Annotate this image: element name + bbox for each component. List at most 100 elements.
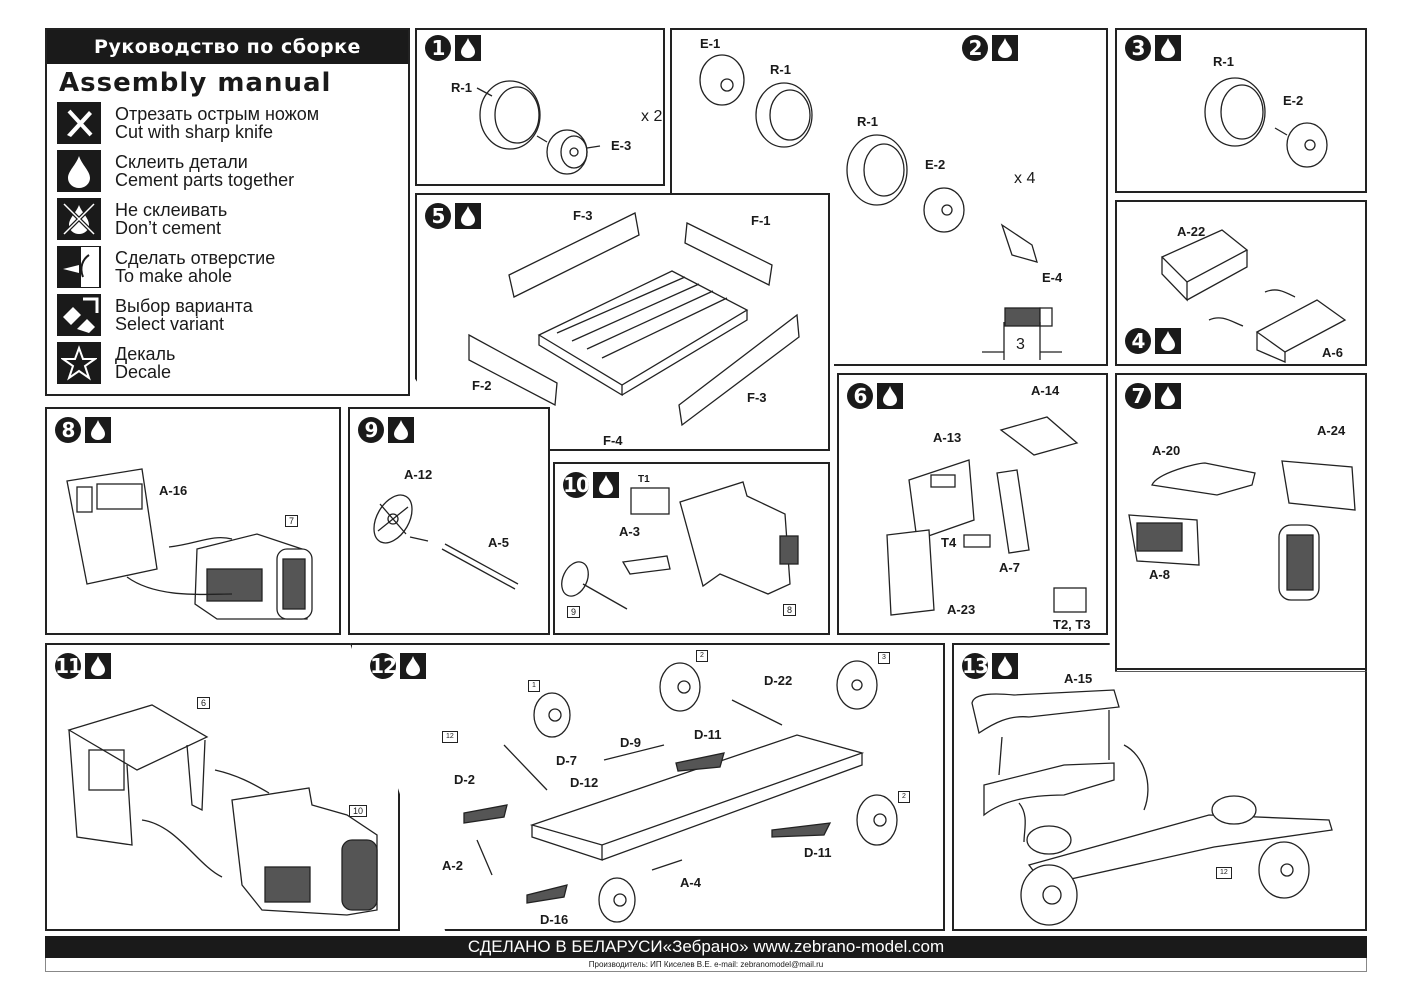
glue-drop-icon [57,150,101,192]
step-12-header: 12 [370,653,426,679]
step-7-header: 7 [1125,383,1181,409]
step-7-panel: 7 A-20 A-24 A-8 [1115,373,1367,673]
step-reference: 7 [285,515,299,527]
legend-text-ru: Отрезать острым ножом [115,104,320,124]
step-6-panel: 6 A-14 A-13 T4 A-7 A-23 T2, T3 [837,373,1108,635]
step-3-panel: 3 R-1 E-2 [1115,28,1367,193]
legend-text-ru: Выбор варианта [115,296,253,316]
step-number: 10 [563,472,590,498]
legend-text-en: Don’t cement [115,218,222,238]
part-label: D-9 [620,735,641,750]
legend-text-ru: Сделать отверстие [115,248,276,268]
part-label: E-1 [700,36,721,51]
step-reference: 10 [349,805,368,817]
step-reference: 1 [528,680,540,692]
step-number: 2 [962,35,988,61]
part-label: A-14 [1031,383,1060,398]
legend-text-en: Cut with sharp knife [115,122,274,142]
step-number: 4 [1125,328,1151,354]
glue-drop-icon [1155,35,1181,61]
legend-title-en: Assembly manual [59,68,332,98]
step-10-panel: 10 T1 A-3 9 8 [553,462,830,635]
steering-wheel-drawing [373,494,519,590]
decal-star-icon [57,342,101,384]
cab-roof-drawing [67,704,378,916]
step-number: 6 [847,383,873,409]
wheel-drawing [1204,77,1328,168]
part-label: A-22 [1177,224,1206,239]
part-label: A-4 [680,875,701,890]
cab-panels-drawing [886,416,1087,616]
part-label: D-11 [804,845,832,860]
part-label: E-4 [1042,270,1063,285]
step-4-header: 4 [1125,328,1181,354]
part-label: R-1 [857,114,878,129]
part-label: D-22 [764,673,793,688]
glue-drop-icon [1155,383,1181,409]
legend-text-en: To make ahole [115,266,233,286]
step-number: 3 [1125,35,1151,61]
step-number: 1 [425,35,451,61]
step-11-header: 11 [55,653,111,679]
box-parts-drawing [1160,229,1347,363]
part-label: A-7 [999,560,1020,575]
glue-drop-icon [593,472,619,498]
step-1-header: 1 [425,35,481,61]
step-number: 8 [55,417,81,443]
part-label: A-8 [1149,567,1170,582]
cab-hood-drawing [66,468,313,620]
hood-grille-drawing [1128,460,1356,601]
decal-label: T1 [638,474,650,485]
part-label: A-16 [159,483,188,498]
step-5-header: 5 [425,203,481,229]
legend-text-ru: Склеить детали [115,152,248,172]
cargo-bed-drawing [468,212,800,427]
legend-text-ru: Декаль [115,344,176,364]
part-label: R-1 [451,80,472,95]
drill-hole-icon [57,246,101,288]
step-6-header: 6 [847,383,903,409]
select-variant-icon [57,294,101,336]
step-2-header: 2 [962,35,1018,61]
footer-manufacturer: Производитель: ИП Киселев В.Е. e-mail: z… [45,958,1367,972]
footer-banner: СДЕЛАНО В БЕЛАРУСИ«Зебрано» www.zebrano-… [45,936,1367,958]
step-13-header: 13 [962,653,1018,679]
step-number: 11 [55,653,82,679]
step-10-header: 10 [563,472,619,498]
step-reference: 12 [1216,867,1232,879]
part-label: D-11 [694,727,722,742]
glue-drop-icon [400,653,426,679]
glue-drop-icon [877,383,903,409]
glue-drop-icon [388,417,414,443]
step-9-panel: 9 A-12 A-5 [348,407,550,635]
part-label: D-7 [556,753,577,768]
part-label: A-23 [947,602,976,617]
dimension-label: 3 [1016,336,1025,353]
step-number: 13 [962,653,989,679]
quantity-label: x 4 [1014,170,1036,187]
part-label: D-16 [540,912,569,927]
wheel-assembly-drawing [476,80,601,175]
step-1-panel: 1 R-1 E-3 x 2 [415,28,665,186]
chassis-drawing [463,660,898,923]
step-reference: 2 [898,791,910,803]
part-label: A-24 [1317,423,1346,438]
legend-panel: Руководство по сборке Assembly manual От… [45,28,410,396]
step-reference: 6 [197,697,211,709]
step-number: 12 [370,653,397,679]
blank-box [1115,640,1367,670]
fenders-chassis-drawing [971,689,1333,926]
decal-label: T4 [941,535,957,550]
step-number: 5 [425,203,451,229]
glue-drop-icon [455,35,481,61]
step-8-panel: 8 A-16 7 [45,407,341,635]
legend-text-ru: Не склеивать [115,200,228,220]
step-11-panel: 11 6 10 [45,643,400,931]
part-label: F-1 [751,213,771,228]
legend-title-ru: Руководство по сборке [47,30,408,64]
glue-drop-icon [85,417,111,443]
